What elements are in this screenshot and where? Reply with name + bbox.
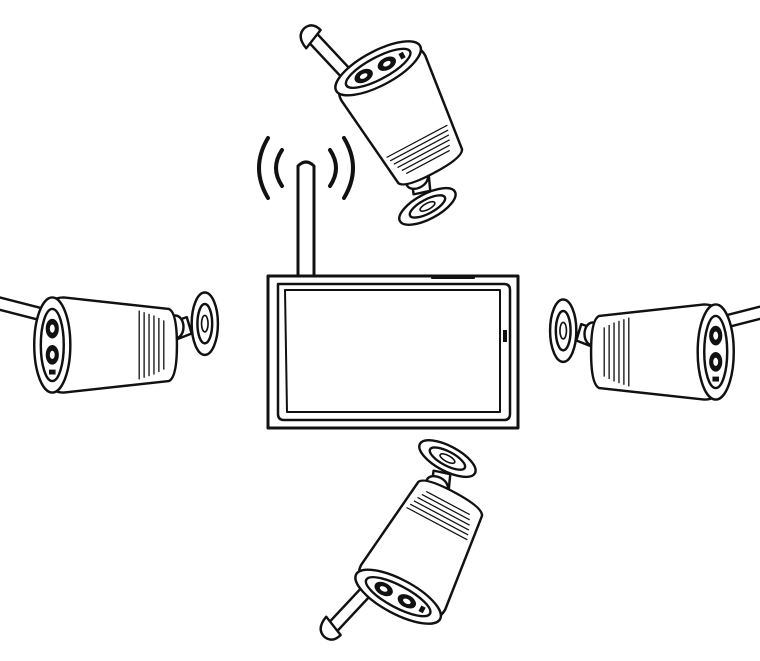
bullet-camera-icon — [317, 432, 514, 661]
bullet-camera-icon — [550, 297, 760, 399]
bullet-camera-icon — [297, 0, 494, 233]
wireless-monitor-icon — [268, 276, 518, 428]
monitor-antenna — [298, 162, 314, 276]
bullet-camera-icon — [0, 290, 218, 392]
